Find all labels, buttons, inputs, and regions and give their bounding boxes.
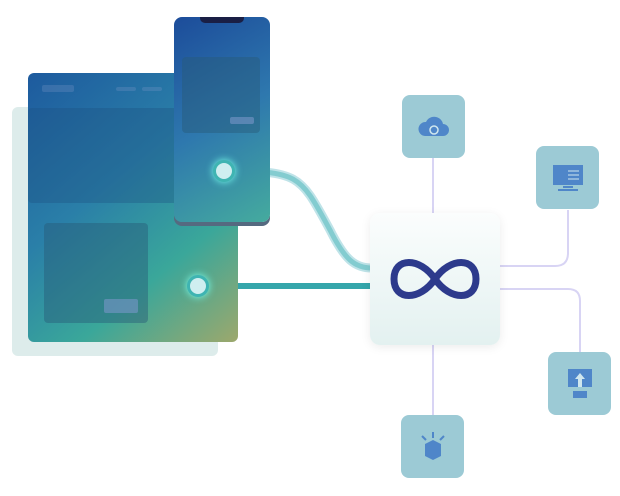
phone-mockup	[174, 17, 270, 222]
package-icon	[420, 431, 445, 460]
monitor-workflow-service	[536, 146, 599, 209]
monitor-workflow-icon	[552, 164, 583, 191]
infinity-icon	[390, 259, 480, 299]
code-deploy-icon	[567, 368, 592, 398]
hub-box	[370, 213, 500, 345]
connection-node	[187, 275, 209, 297]
phone-notch	[200, 17, 244, 23]
cloud-sync-service	[402, 95, 465, 158]
connection-node	[213, 160, 235, 182]
cloud-sync-icon	[417, 116, 449, 136]
package-service	[401, 415, 464, 478]
code-deploy-service	[548, 352, 611, 415]
